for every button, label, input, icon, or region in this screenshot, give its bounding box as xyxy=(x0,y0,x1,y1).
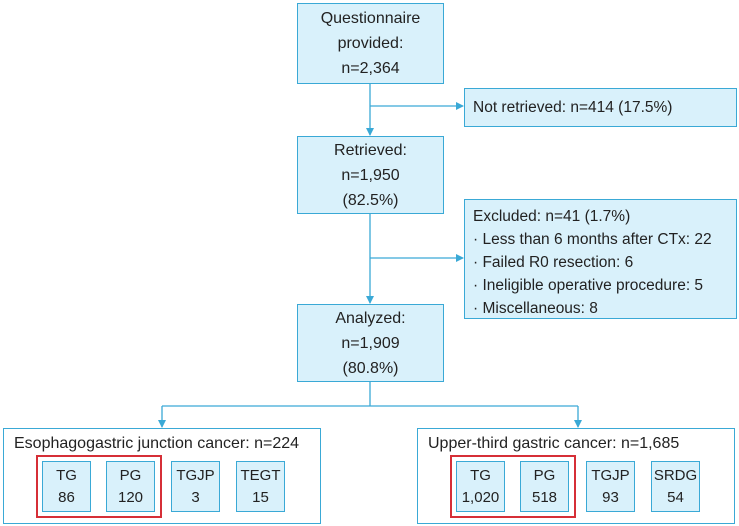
group-name: TG xyxy=(56,466,77,484)
retrieved-line3: (82.5%) xyxy=(342,191,399,209)
egj-highlight-frame xyxy=(36,455,162,518)
excluded-title: Excluded: n=41 (1.7%) xyxy=(473,208,631,225)
excluded-box: Excluded: n=41 (1.7%) · Less than 6 mont… xyxy=(464,199,737,319)
egj-panel: Esophagogastric junction cancer: n=224 T… xyxy=(3,428,321,524)
questionnaire-box: Questionnaire provided: n=2,364 xyxy=(297,3,444,84)
egj-group-tgjp: TGJP 3 xyxy=(171,461,220,512)
group-count: 93 xyxy=(602,488,619,506)
group-name: PG xyxy=(119,466,142,484)
group-count: 120 xyxy=(117,488,144,506)
retrieved-box: Retrieved: n=1,950 (82.5%) xyxy=(297,136,444,214)
questionnaire-line2: provided: xyxy=(337,35,404,52)
group-count: 518 xyxy=(531,488,558,506)
group-name: TGJP xyxy=(591,466,630,484)
utg-group-tgjp: TGJP 93 xyxy=(586,461,635,512)
excluded-item: · Failed R0 resection: 6 xyxy=(473,254,634,271)
group-count: 1,020 xyxy=(461,488,500,506)
analyzed-line2: n=1,909 xyxy=(341,334,400,352)
egj-group-tegt: TEGT 15 xyxy=(236,461,285,512)
group-count: 54 xyxy=(667,488,684,506)
group-count: 15 xyxy=(252,488,269,506)
group-name: TGJP xyxy=(176,466,215,484)
excluded-item: · Ineligible operative procedure: 5 xyxy=(473,277,704,294)
analyzed-line3: (80.8%) xyxy=(342,359,399,377)
utg-highlight-frame xyxy=(450,455,576,518)
excluded-item: · Less than 6 months after CTx: 22 xyxy=(473,231,712,248)
utg-group-srdg: SRDG 54 xyxy=(651,461,700,512)
group-name: SRDG xyxy=(653,466,698,484)
not-retrieved-text: Not retrieved: n=414 (17.5%) xyxy=(473,99,673,116)
retrieved-line2: n=1,950 xyxy=(341,166,400,184)
group-name: TG xyxy=(470,466,491,484)
group-name: TEGT xyxy=(240,466,281,484)
retrieved-line1: Retrieved: xyxy=(334,141,407,159)
analyzed-line1: Analyzed: xyxy=(335,309,406,327)
egj-group-tg: TG 86 xyxy=(42,461,91,512)
not-retrieved-box: Not retrieved: n=414 (17.5%) xyxy=(464,88,737,127)
analyzed-box: Analyzed: n=1,909 (80.8%) xyxy=(297,304,444,382)
egj-title: Esophagogastric junction cancer: n=224 xyxy=(14,435,300,452)
group-name: PG xyxy=(533,466,556,484)
group-count: 3 xyxy=(191,488,200,506)
utg-title: Upper-third gastric cancer: n=1,685 xyxy=(428,435,680,452)
group-count: 86 xyxy=(58,488,75,506)
utg-group-tg: TG 1,020 xyxy=(456,461,505,512)
questionnaire-line1: Questionnaire xyxy=(320,10,421,27)
questionnaire-line3: n=2,364 xyxy=(341,60,400,77)
utg-group-pg: PG 518 xyxy=(520,461,569,512)
excluded-item: · Miscellaneous: 8 xyxy=(473,300,598,317)
egj-group-pg: PG 120 xyxy=(106,461,155,512)
utg-panel: Upper-third gastric cancer: n=1,685 TG 1… xyxy=(417,428,735,524)
